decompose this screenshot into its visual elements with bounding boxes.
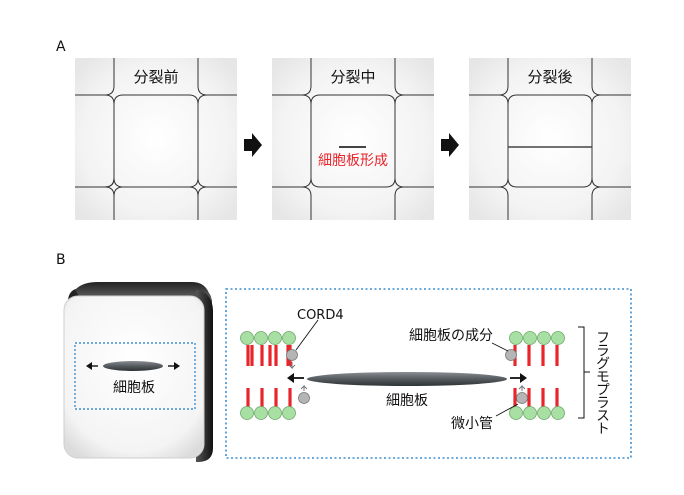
arrow-right-icon [244,133,262,157]
label-cord4: CORD4 [297,308,344,323]
label-cell-plate-component: 細胞板の成分 [409,328,493,344]
label-during-division: 分裂中 [330,68,375,86]
right-phragmoplast-bottom [509,388,565,420]
cell-cube-3d [63,282,213,462]
vesicle-left-top [286,349,298,361]
phragmoplast-bracket [578,326,590,419]
label-cell-plate-main: 細胞板 [386,393,428,409]
microtubule-callout-line [495,403,519,417]
small-left-arrow-icon [86,362,98,370]
label-phragmoplast: フラグモプラスト [594,330,610,434]
cell-grid-before [75,58,237,220]
left-phragmoplast-top [240,331,296,366]
panel-b-letter: B [56,252,66,268]
cell-plate-zoom-box [74,342,196,410]
label-microtubule: 微小管 [451,416,493,432]
main-cell-plate [307,372,507,386]
label-before-division: 分裂前 [133,68,178,86]
label-cell-plate-small: 細胞板 [113,380,155,396]
label-after-division: 分裂後 [527,68,572,86]
detail-zoom-box [225,288,632,459]
left-phragmoplast-bottom [240,388,296,420]
arrow-right-icon [441,133,459,157]
panel-a-letter: A [56,39,66,55]
vesicle-right-bottom [516,392,528,404]
vesicle-left-bottom [298,392,310,404]
cord4-callout-line [295,319,319,351]
component-callout-line [491,342,509,352]
small-cell-plate [103,361,163,371]
vesicle-up-arrow-icon [300,384,308,391]
vesicle-down-arrow-icon [288,362,296,370]
small-right-arrow-icon [168,362,180,370]
cell-grid-after [469,58,631,220]
label-cell-plate-formation: 細胞板形成 [318,153,388,169]
vesicle-right-top [505,349,517,361]
main-left-arrow-icon [287,373,304,383]
microtubule-up-arrow-icon [518,384,526,391]
main-right-arrow-icon [510,373,527,383]
right-phragmoplast-top [509,331,565,366]
cell-grid-during [272,58,434,220]
